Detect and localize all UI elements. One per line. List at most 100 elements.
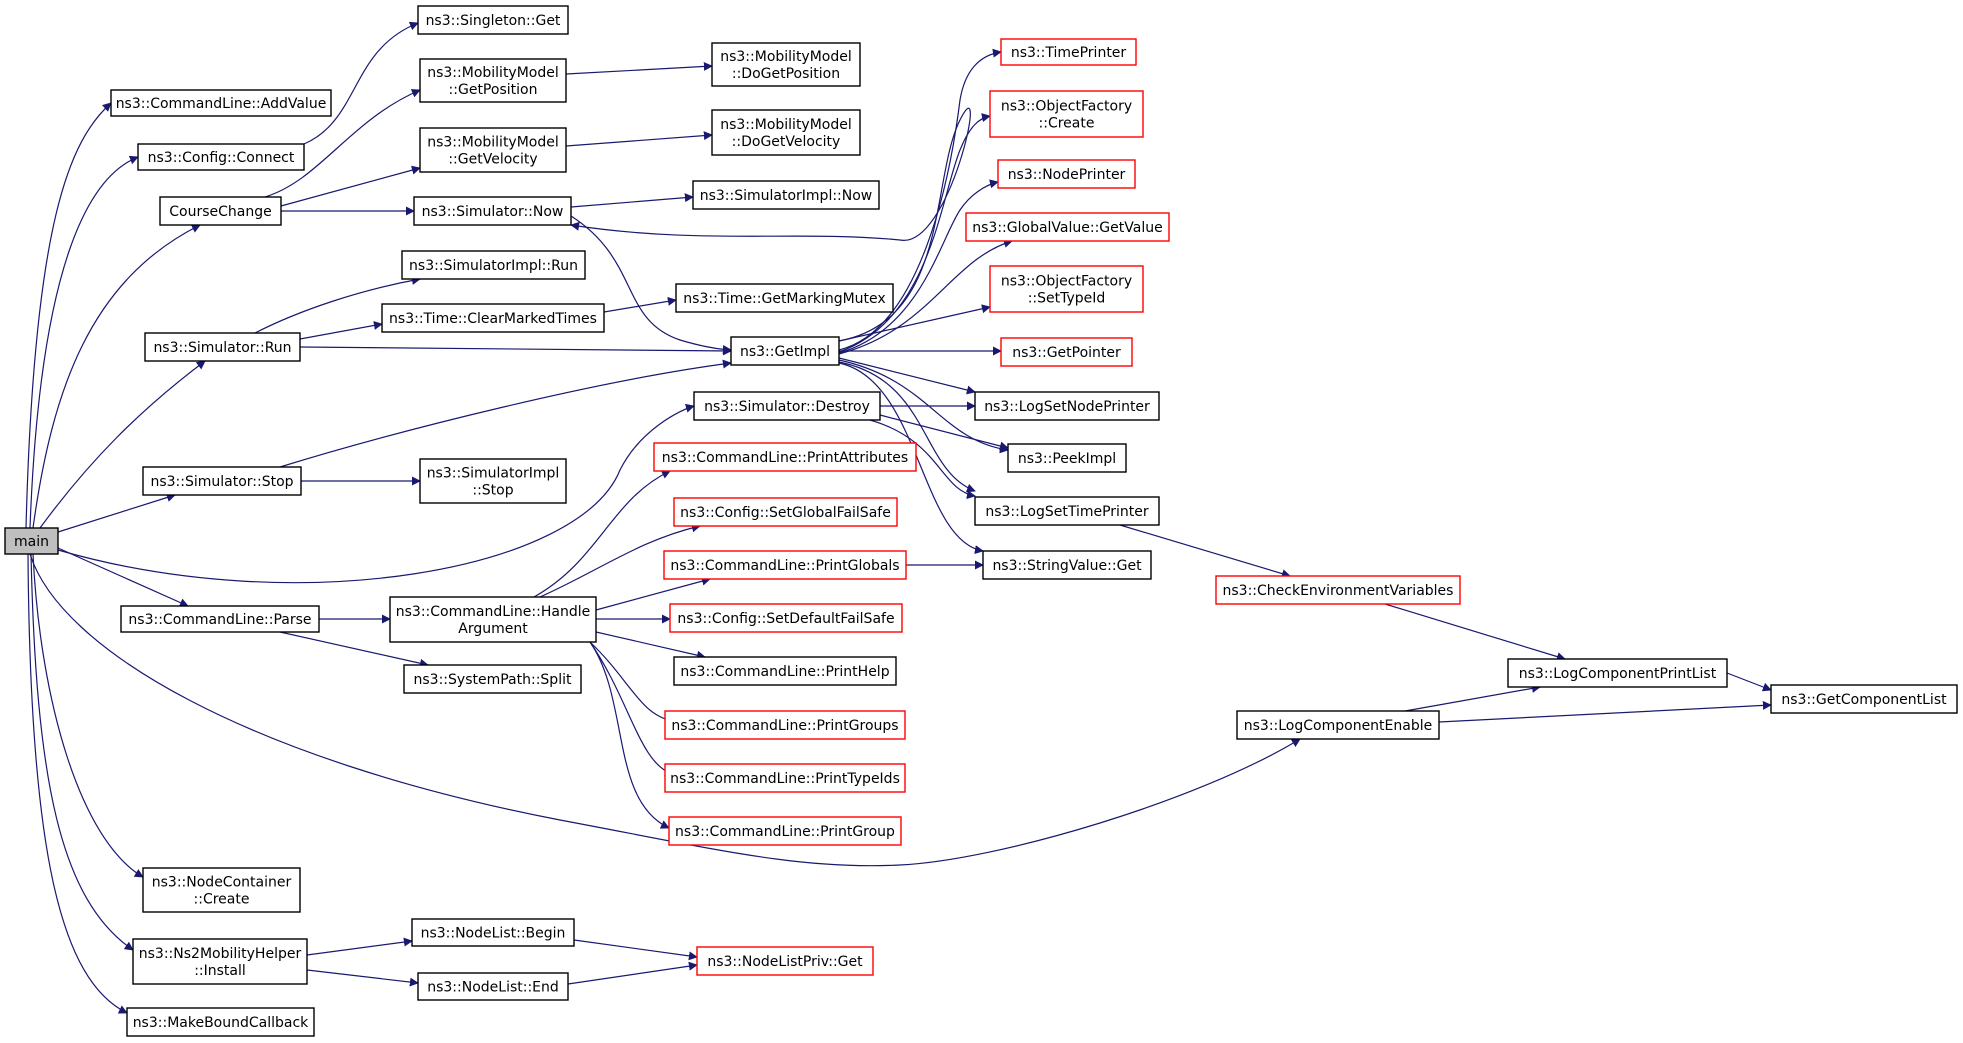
node-box bbox=[159, 196, 282, 226]
edge-get-impl-to-log-set-node-printer bbox=[838, 357, 976, 395]
node-sys-path-split[interactable]: ns3::SystemPath::Split bbox=[403, 664, 582, 694]
node-box bbox=[144, 332, 301, 362]
node-box bbox=[419, 127, 567, 173]
node-time-printer[interactable]: ns3::TimePrinter bbox=[1000, 38, 1137, 66]
node-get-pointer[interactable]: ns3::GetPointer bbox=[1000, 337, 1133, 367]
node-sim-now[interactable]: ns3::Simulator::Now bbox=[413, 196, 572, 226]
node-obj-fact-set-type-id[interactable]: ns3::ObjectFactory::SetTypeId bbox=[989, 265, 1144, 313]
node-global-value-get[interactable]: ns3::GlobalValue::GetValue bbox=[965, 212, 1170, 242]
node-make-bound-callback[interactable]: ns3::MakeBoundCallback bbox=[126, 1007, 315, 1037]
node-print-group[interactable]: ns3::CommandLine::PrintGroup bbox=[668, 816, 902, 846]
edge-main-to-cmd-add-value bbox=[25, 102, 112, 529]
node-node-cont-create[interactable]: ns3::NodeContainer::Create bbox=[142, 867, 301, 913]
node-box bbox=[403, 664, 582, 694]
node-box bbox=[730, 336, 840, 366]
node-obj-fact-create[interactable]: ns3::ObjectFactory::Create bbox=[989, 90, 1144, 138]
node-label: ns3::Config::SetDefaultFailSafe bbox=[677, 611, 894, 627]
node-label: ns3::SimulatorImpl bbox=[427, 466, 560, 482]
edge-log-comp-print-list-to-get-component-list bbox=[1726, 672, 1772, 692]
node-label: ns3::TimePrinter bbox=[1011, 45, 1127, 61]
node-sim-impl-run[interactable]: ns3::SimulatorImpl::Run bbox=[401, 250, 586, 280]
node-label: ::DoGetVelocity bbox=[732, 134, 841, 150]
node-box bbox=[711, 109, 861, 156]
node-box bbox=[1215, 575, 1461, 605]
node-label: ::GetVelocity bbox=[448, 152, 537, 168]
edge-get-impl-to-sim-now bbox=[570, 108, 971, 342]
edge-sim-run-to-get-impl bbox=[299, 346, 732, 356]
node-main[interactable]: main bbox=[4, 527, 59, 555]
node-label: ns3::CommandLine::PrintGroup bbox=[675, 824, 895, 840]
node-string-value-get[interactable]: ns3::StringValue::Get bbox=[982, 550, 1152, 580]
node-print-groups[interactable]: ns3::CommandLine::PrintGroups bbox=[664, 710, 906, 740]
edge-handle-arg-to-print-type-ids bbox=[589, 641, 674, 777]
node-sim-stop[interactable]: ns3::Simulator::Stop bbox=[142, 466, 302, 496]
node-log-set-time-printer[interactable]: ns3::LogSetTimePrinter bbox=[974, 496, 1160, 526]
edge-handle-arg-to-print-attributes bbox=[533, 470, 671, 598]
edge-mob-get-vel-to-mob-do-get-vel bbox=[565, 131, 713, 147]
node-node-list-begin[interactable]: ns3::NodeList::Begin bbox=[411, 918, 575, 947]
node-box bbox=[419, 458, 567, 504]
node-node-list-end[interactable]: ns3::NodeList::End bbox=[417, 972, 569, 1001]
node-singleton-get[interactable]: ns3::Singleton::Get bbox=[417, 5, 569, 35]
node-config-connect[interactable]: ns3::Config::Connect bbox=[137, 143, 305, 171]
node-label: ::Create bbox=[1039, 116, 1095, 132]
node-time-get-mutex[interactable]: ns3::Time::GetMarkingMutex bbox=[675, 283, 894, 313]
node-get-component-list[interactable]: ns3::GetComponentList bbox=[1770, 684, 1958, 714]
edge-sim-now-to-sim-impl-now bbox=[570, 193, 694, 208]
node-mob-get-vel[interactable]: ns3::MobilityModel::GetVelocity bbox=[419, 127, 567, 173]
node-get-impl[interactable]: ns3::GetImpl bbox=[730, 336, 840, 366]
node-sim-impl-stop[interactable]: ns3::SimulatorImpl::Stop bbox=[419, 458, 567, 504]
node-log-comp-enable[interactable]: ns3::LogComponentEnable bbox=[1236, 710, 1440, 740]
node-box bbox=[653, 442, 917, 472]
node-box bbox=[1007, 443, 1127, 473]
node-sim-run[interactable]: ns3::Simulator::Run bbox=[144, 332, 301, 362]
node-box bbox=[1507, 658, 1728, 688]
edge-get-impl-to-time-printer bbox=[838, 48, 1002, 351]
node-label: ns3::GetPointer bbox=[1012, 345, 1121, 361]
node-check-env-vars[interactable]: ns3::CheckEnvironmentVariables bbox=[1215, 575, 1461, 605]
node-mob-do-get-pos[interactable]: ns3::MobilityModel::DoGetPosition bbox=[711, 42, 861, 87]
node-box bbox=[997, 159, 1136, 189]
node-node-printer[interactable]: ns3::NodePrinter bbox=[997, 159, 1136, 189]
edge-handle-arg-to-set-global-fail-safe bbox=[539, 523, 701, 598]
node-label: ns3::SimulatorImpl::Now bbox=[700, 188, 873, 204]
node-sim-impl-now[interactable]: ns3::SimulatorImpl::Now bbox=[692, 180, 880, 210]
node-print-type-ids[interactable]: ns3::CommandLine::PrintTypeIds bbox=[664, 763, 906, 793]
node-label: Argument bbox=[458, 621, 528, 637]
node-box bbox=[132, 938, 308, 985]
node-set-global-fail-safe[interactable]: ns3::Config::SetGlobalFailSafe bbox=[673, 497, 898, 527]
edge-config-connect-to-singleton-get bbox=[303, 21, 419, 145]
node-label: ns3::NodeList::End bbox=[427, 980, 559, 996]
node-cmd-parse[interactable]: ns3::CommandLine::Parse bbox=[120, 605, 320, 633]
node-node-list-priv-get[interactable]: ns3::NodeListPriv::Get bbox=[696, 946, 874, 976]
node-print-globals[interactable]: ns3::CommandLine::PrintGlobals bbox=[663, 550, 907, 580]
edge-handle-arg-to-print-group bbox=[589, 641, 670, 829]
node-mob-get-pos[interactable]: ns3::MobilityModel::GetPosition bbox=[419, 58, 567, 103]
node-course-change[interactable]: CourseChange bbox=[159, 196, 282, 226]
node-cmd-add-value[interactable]: ns3::CommandLine::AddValue bbox=[110, 89, 332, 117]
node-label: ns3::SimulatorImpl::Run bbox=[409, 258, 578, 274]
edge-sim-destroy-to-log-set-time-printer bbox=[869, 419, 976, 500]
node-label: ns3::CommandLine::Handle bbox=[396, 604, 590, 620]
node-print-attributes[interactable]: ns3::CommandLine::PrintAttributes bbox=[653, 442, 917, 472]
node-time-clear[interactable]: ns3::Time::ClearMarkedTimes bbox=[381, 303, 605, 333]
node-box bbox=[982, 550, 1152, 580]
node-label: ns3::CommandLine::PrintTypeIds bbox=[670, 771, 900, 787]
node-box bbox=[137, 143, 305, 171]
call-nodes: main ns3::CommandLine::AddValuens3::Confi… bbox=[4, 5, 1958, 1037]
node-label: ns3::GetImpl bbox=[740, 344, 830, 360]
edge-main-to-sim-run bbox=[39, 360, 206, 529]
node-print-help[interactable]: ns3::CommandLine::PrintHelp bbox=[673, 656, 897, 686]
node-ns2-install[interactable]: ns3::Ns2MobilityHelper::Install bbox=[132, 938, 308, 985]
edge-main-to-ns2-install bbox=[30, 553, 134, 951]
node-label: ns3::Config::Connect bbox=[148, 150, 295, 166]
node-box bbox=[664, 710, 906, 740]
node-sim-destroy[interactable]: ns3::Simulator::Destroy bbox=[693, 391, 881, 421]
node-set-default-fail-safe[interactable]: ns3::Config::SetDefaultFailSafe bbox=[669, 603, 903, 633]
node-log-comp-print-list[interactable]: ns3::LogComponentPrintList bbox=[1507, 658, 1728, 688]
node-log-set-node-printer[interactable]: ns3::LogSetNodePrinter bbox=[974, 391, 1160, 421]
node-mob-do-get-vel[interactable]: ns3::MobilityModel::DoGetVelocity bbox=[711, 109, 861, 156]
node-peek-impl[interactable]: ns3::PeekImpl bbox=[1007, 443, 1127, 473]
node-box bbox=[974, 496, 1160, 526]
